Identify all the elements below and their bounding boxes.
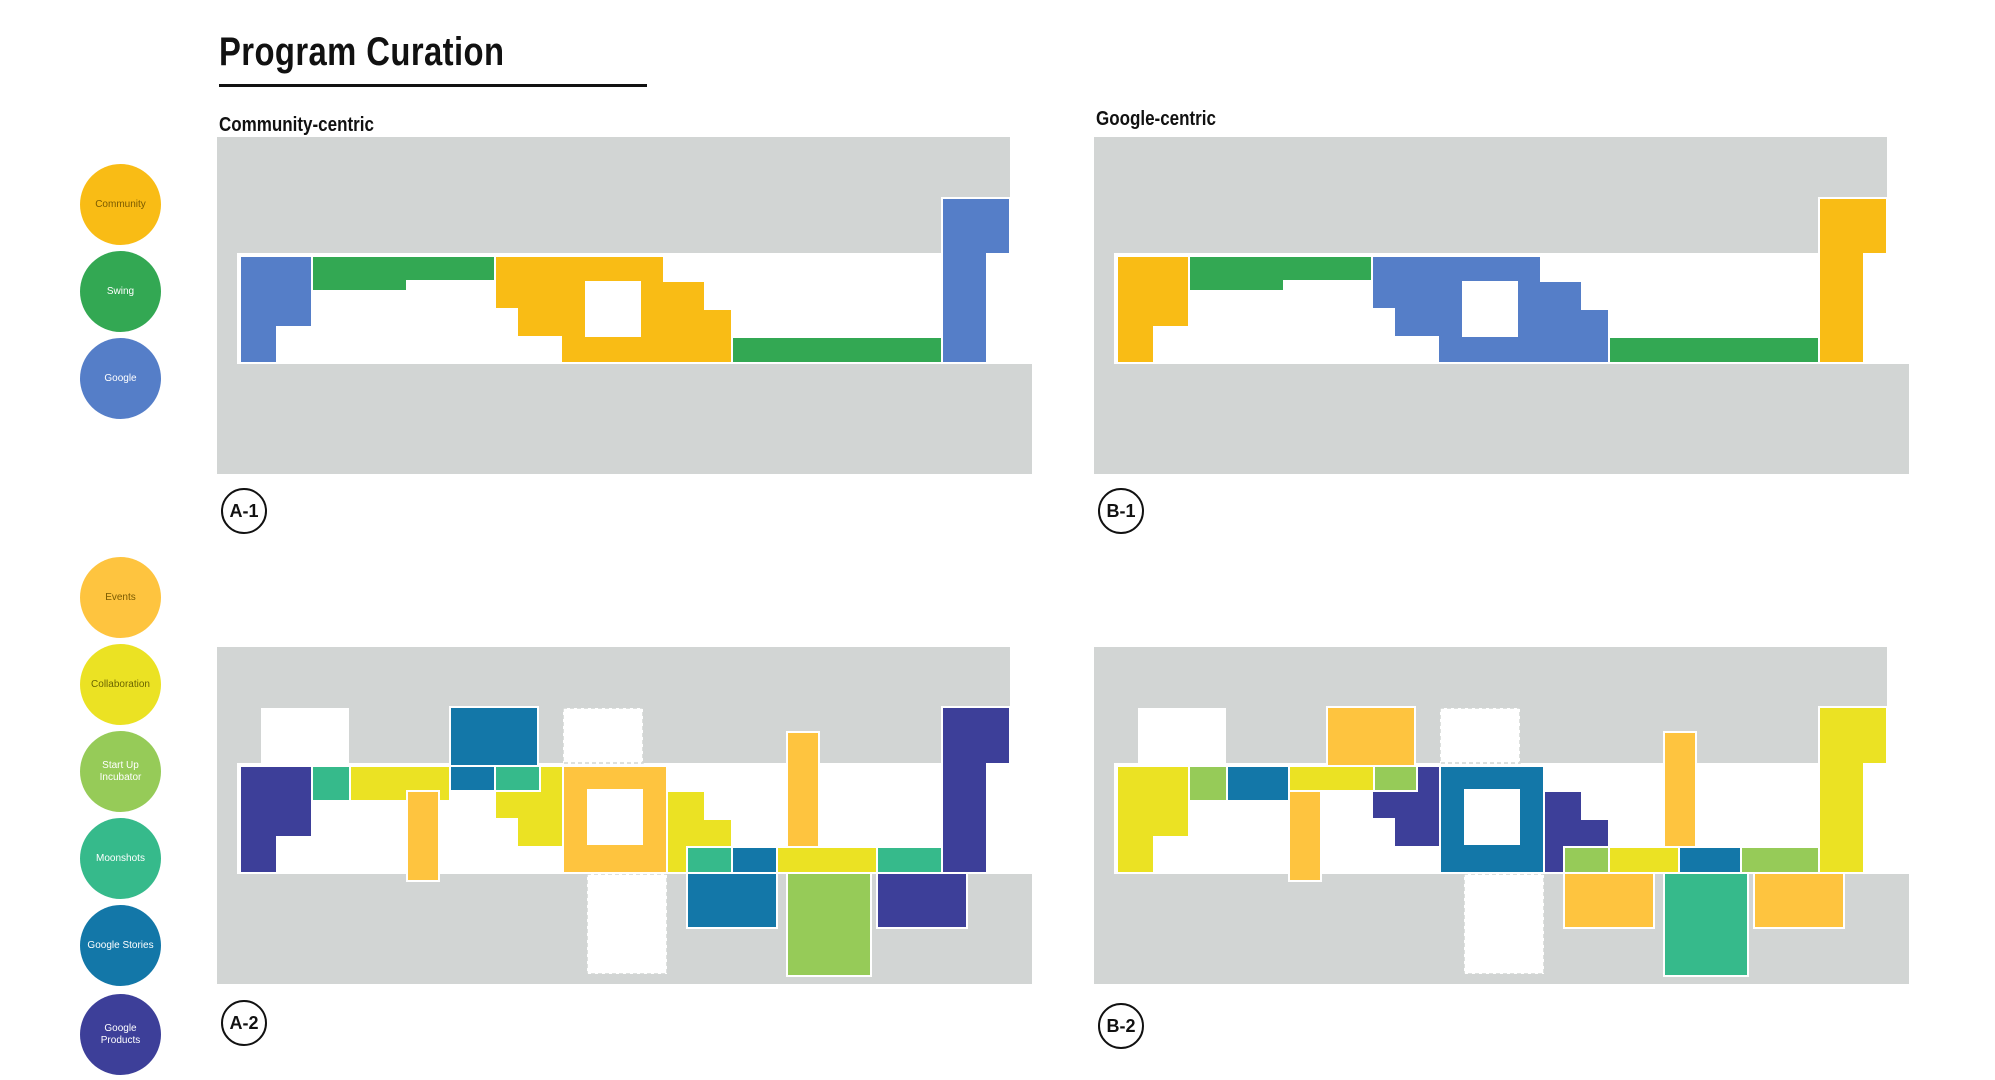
void-upper-center [1439, 707, 1521, 764]
legend-google: Google [80, 338, 161, 419]
google-stories-link [449, 765, 496, 792]
diagram-b1 [1094, 137, 1909, 474]
legend-google-products: Google Products [80, 994, 161, 1075]
void-courtyard [587, 789, 643, 845]
startup-incubator-block [786, 872, 872, 977]
moonshots-block-3 [686, 846, 733, 874]
google-block-left [239, 255, 313, 364]
collaboration-block-left [1116, 765, 1190, 874]
google-products-tower-right [941, 706, 1011, 874]
moonshots-block-1 [311, 765, 351, 802]
events-column-right [786, 731, 820, 848]
panel-tag-a2: A-2 [221, 1000, 267, 1046]
legend-community-label: Community [95, 198, 146, 210]
legend-swing-label: Swing [106, 285, 135, 297]
google-products-block-lower [876, 872, 968, 929]
void-upper-center [562, 707, 644, 764]
void-courtyard [1464, 789, 1520, 845]
moonshots-block-4 [876, 846, 943, 874]
swing-strip-right [1608, 336, 1820, 364]
startup-incubator-block-3 [1563, 846, 1610, 874]
legend-google-stories: Google Stories [80, 905, 161, 986]
subtitle-google-centric: Google-centric [1096, 108, 1216, 130]
google-stories-block-mid [1678, 846, 1742, 874]
legend-moonshots-label: Moonshots [96, 852, 145, 864]
legend-events: Events [80, 557, 161, 638]
collaboration-strip-left [1288, 765, 1375, 792]
events-column-left [1288, 790, 1322, 882]
void-upper-left [261, 708, 349, 763]
void-courtyard [1462, 281, 1518, 337]
collaboration-strip-right [776, 846, 878, 874]
page-title: Program Curation [219, 30, 505, 74]
events-block-lower-right [1753, 872, 1845, 929]
panel-tag-a2-label: A-2 [229, 1012, 259, 1033]
swing-strip-right [731, 336, 943, 364]
google-stories-block-mid [731, 846, 778, 874]
subtitle-community-centric: Community-centric [219, 114, 374, 136]
diagram-a1 [217, 137, 1032, 474]
void-lower-center [586, 873, 668, 975]
legend-google-products-label: Google Products [100, 1022, 141, 1046]
panel-tag-a1-label: A-1 [229, 500, 259, 521]
diagram-a2 [217, 647, 1032, 984]
legend-google-stories-label: Google Stories [87, 939, 154, 951]
site-gray-b1 [1094, 137, 1909, 474]
google-stories-block-top [449, 706, 539, 767]
events-block-lower-left [1563, 872, 1655, 929]
site-gray-a1 [217, 137, 1032, 474]
panel-tag-b1-label: B-1 [1106, 500, 1136, 521]
startup-incubator-block-1 [1188, 765, 1228, 802]
legend-swing: Swing [80, 251, 161, 332]
swing-strip-left [311, 255, 496, 292]
community-block-left [1116, 255, 1190, 364]
startup-incubator-block-2 [1373, 765, 1418, 792]
moonshots-block [1663, 872, 1749, 977]
google-block-right [941, 197, 1011, 364]
community-block-right [1818, 197, 1888, 364]
collaboration-tower-right [1818, 706, 1888, 874]
legend-events-label: Events [105, 591, 136, 603]
panel-tag-b2-label: B-2 [1106, 1015, 1136, 1036]
swing-strip-left [1188, 255, 1373, 292]
collaboration-strip-mid [1608, 846, 1680, 874]
title-underline [219, 84, 647, 87]
legend-moonshots: Moonshots [80, 818, 161, 899]
events-column-left [406, 790, 440, 882]
legend-startup-incubator: Start Up Incubator [80, 731, 161, 812]
void-lower-center [1463, 873, 1545, 975]
diagram-b2 [1094, 647, 1909, 984]
legend-collaboration-label: Collaboration [91, 678, 150, 690]
panel-tag-b1: B-1 [1098, 488, 1144, 534]
void-upper-left [1138, 708, 1226, 763]
legend-startup-incubator-label: Start Up Incubator [99, 759, 142, 783]
startup-incubator-block-4 [1740, 846, 1820, 874]
legend-community: Community [80, 164, 161, 245]
legend-collaboration: Collaboration [80, 644, 161, 725]
panel-tag-b2: B-2 [1098, 1003, 1144, 1049]
events-column-right [1663, 731, 1697, 848]
moonshots-block-2 [494, 765, 541, 792]
panel-tag-a1: A-1 [221, 488, 267, 534]
events-block-top [1326, 706, 1416, 767]
google-stories-block-lower [686, 872, 778, 929]
legend-google-label: Google [104, 372, 137, 384]
void-courtyard [585, 281, 641, 337]
google-products-block-left [239, 765, 313, 874]
google-stories-strip-left [1226, 765, 1290, 802]
